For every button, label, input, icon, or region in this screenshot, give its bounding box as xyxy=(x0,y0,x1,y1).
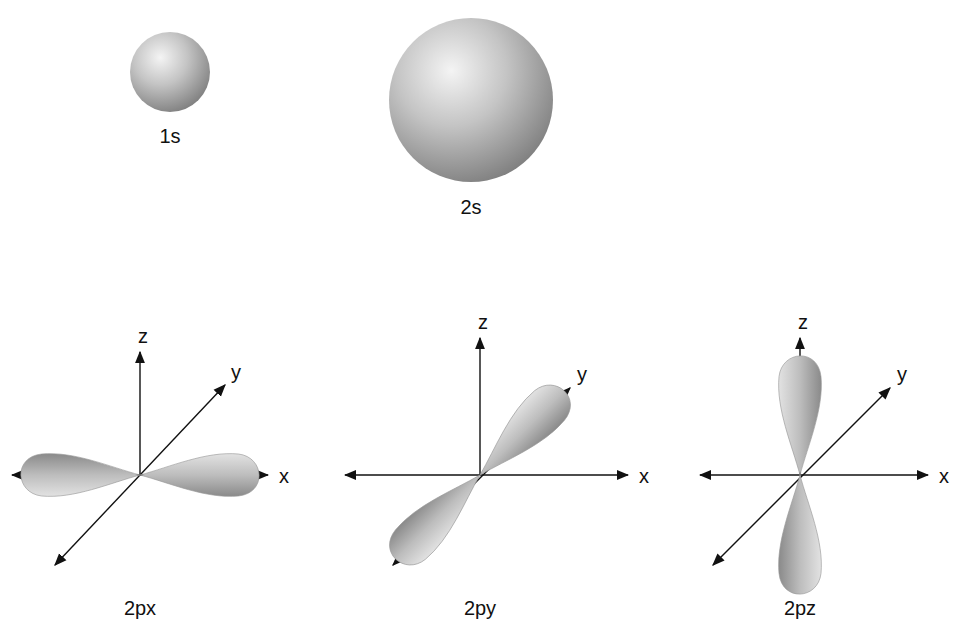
s-orbital-sphere xyxy=(389,18,553,182)
axis-label: x xyxy=(639,466,649,486)
orbital-lobe xyxy=(465,376,579,490)
axis-label: y xyxy=(231,362,241,382)
orbital-name: 2s xyxy=(460,197,481,217)
orbital-lobe xyxy=(21,454,140,497)
orbital-name: 1s xyxy=(159,126,180,146)
orbital-lobe xyxy=(381,460,495,574)
axis-line xyxy=(479,338,480,475)
axis-line xyxy=(139,352,140,475)
axis-label: z xyxy=(798,312,808,332)
axis-line xyxy=(700,474,928,475)
p-orbital xyxy=(700,338,928,594)
axis-label: y xyxy=(577,364,587,384)
orbital-name: 2px xyxy=(124,598,156,618)
axis-line xyxy=(345,474,628,475)
p-orbital xyxy=(12,352,268,565)
orbital-name: 2pz xyxy=(784,598,816,618)
axis-label: y xyxy=(897,364,907,384)
axis-label: z xyxy=(138,326,148,346)
orbital-lobe xyxy=(779,356,822,475)
p-orbital xyxy=(345,338,628,574)
axis-label: x xyxy=(279,466,289,486)
orbital-name: 2py xyxy=(464,598,496,618)
axis-label: x xyxy=(939,466,949,486)
axis-label: z xyxy=(478,312,488,332)
orbital-lobe xyxy=(140,454,259,497)
s-orbital-sphere xyxy=(130,32,210,112)
orbital-lobe xyxy=(779,475,822,594)
